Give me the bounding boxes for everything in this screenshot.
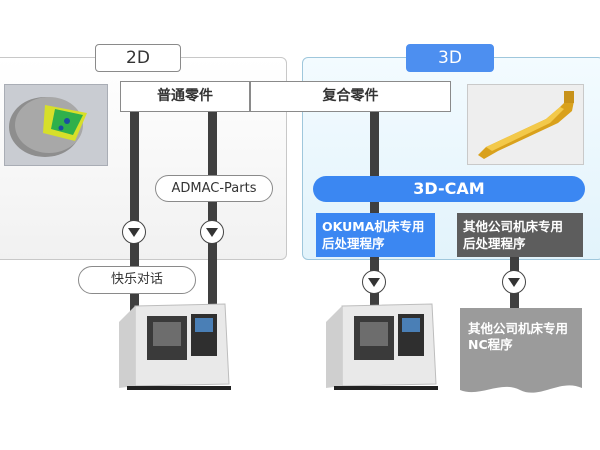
complex-parts-box: 复合零件 — [250, 81, 451, 112]
section-3d-label: 3D — [406, 44, 494, 72]
okuma-postprocessor-box: OKUMA机床专用 后处理程序 — [316, 213, 435, 257]
nc-program-document — [460, 308, 582, 400]
down-arrow-icon — [200, 220, 224, 244]
nc-program-line2: NC程序 — [468, 337, 513, 352]
okuma-postprocessor-line2: 后处理程序 — [322, 236, 385, 251]
other-postprocessor-box: 其他公司机床专用 后处理程序 — [457, 213, 583, 257]
flow-line-regular-2d — [130, 112, 139, 312]
other-postprocessor-line2: 后处理程序 — [463, 236, 526, 251]
2d-part-image — [4, 84, 108, 166]
down-arrow-icon — [502, 270, 526, 294]
regular-parts-box: 普通零件 — [120, 81, 250, 112]
okuma-postprocessor-line1: OKUMA机床专用 — [322, 219, 425, 234]
machine-tool-right — [320, 300, 440, 392]
machine-tool-left — [113, 300, 233, 392]
dialog-pill: 快乐对话 — [78, 266, 196, 294]
flow-line-admac — [208, 112, 217, 312]
flow-line-okuma — [370, 112, 379, 312]
flow-line-other — [510, 250, 519, 350]
3d-part-image — [467, 84, 584, 165]
nc-program-text: 其他公司机床专用 NC程序 — [468, 321, 578, 353]
3d-cam-bar: 3D-CAM — [313, 176, 585, 202]
section-2d-label: 2D — [95, 44, 181, 72]
nc-program-line1: 其他公司机床专用 — [468, 321, 569, 336]
down-arrow-icon — [122, 220, 146, 244]
admac-parts-pill: ADMAC-Parts — [155, 175, 273, 202]
down-arrow-icon — [362, 270, 386, 294]
other-postprocessor-line1: 其他公司机床专用 — [463, 219, 564, 234]
